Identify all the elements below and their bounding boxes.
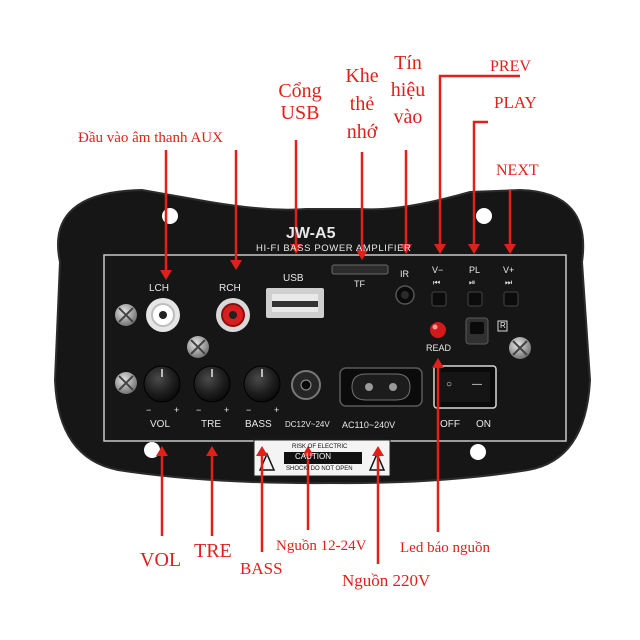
ac-socket — [339, 367, 423, 407]
model-label: JW-A5 — [286, 225, 336, 242]
button-next — [503, 291, 519, 307]
tf-label-line1: Khe — [345, 65, 379, 87]
usb-label-line1: Cổng — [278, 80, 322, 102]
tre-panel-label: TRE — [201, 419, 221, 430]
ir-label-line2: hiệu — [390, 79, 426, 101]
mount-hole — [162, 208, 178, 224]
bass-plus: + — [274, 405, 280, 415]
ac-power-label: Nguồn 220V — [342, 571, 431, 590]
annotation-lines — [156, 74, 520, 564]
on-label: ON — [476, 419, 491, 430]
dc-jack — [291, 370, 321, 400]
mount-hole — [476, 208, 492, 224]
usb-label-line2: USB — [280, 102, 320, 124]
lch-label: LCH — [149, 283, 170, 294]
prev-glyph-icon: ⏮ — [433, 278, 441, 287]
vol-knob — [143, 365, 181, 403]
power-switch — [433, 365, 497, 409]
rch-label: RCH — [219, 283, 241, 294]
aux-lch-jack — [146, 298, 180, 332]
vplus-label: V+ — [503, 265, 515, 275]
vol-label: VOL — [140, 549, 182, 571]
pl-label: PL — [469, 265, 481, 275]
subtitle-label: HI-FI BASS POWER AMPLIFIER — [256, 243, 412, 254]
bass-knob — [243, 365, 281, 403]
tre-label: TRE — [194, 540, 232, 562]
tf-label: TF — [354, 279, 365, 289]
dc-panel-label: DC12V~24V — [285, 420, 330, 429]
power-led-label: Led báo nguồn — [400, 540, 490, 556]
caution-sticker — [253, 439, 391, 477]
aux-input-label: Đầu vào âm thanh AUX — [78, 130, 223, 146]
screw — [187, 336, 209, 358]
usb-label: USB — [283, 273, 304, 284]
tf-label-line2: thẻ — [349, 93, 375, 115]
panel-body — [55, 190, 590, 484]
prev-label: PREV — [490, 58, 531, 75]
vminus-label: V− — [432, 265, 444, 275]
tf-slot-label: Khe thẻ nhớ — [336, 62, 388, 146]
mode-switch — [465, 317, 489, 345]
mount-hole — [470, 444, 486, 460]
ir-receiver — [395, 285, 415, 305]
aux-rch-jack — [216, 298, 250, 332]
switch-on-mark: — — [472, 379, 482, 390]
off-label: OFF — [440, 419, 460, 430]
tf-label-line3: nhớ — [346, 121, 378, 143]
r-mark-box — [497, 320, 508, 332]
next-label: NEXT — [496, 162, 539, 179]
ir-label-line3: vào — [393, 106, 423, 128]
button-play — [467, 291, 483, 307]
screw — [509, 337, 531, 359]
usb-port-label: Cổng USB — [268, 80, 332, 124]
mount-hole — [144, 442, 160, 458]
r-mark: R — [500, 321, 506, 330]
bass-label: BASS — [240, 559, 283, 578]
vol-plus: + — [174, 405, 180, 415]
play-glyph-icon: ⏯ — [469, 278, 476, 287]
dc-power-label: Nguồn 12-24V — [276, 538, 367, 554]
tre-plus: + — [224, 405, 230, 415]
caution-line1: RISK OF ELECTRIC — [292, 444, 348, 450]
ir-signal-label: Tín hiệu vào — [384, 50, 432, 131]
vol-minus: − — [146, 405, 152, 415]
ir-label: IR — [400, 269, 409, 279]
vol-panel-label: VOL — [150, 419, 171, 430]
tre-knob — [193, 365, 231, 403]
tre-minus: − — [196, 405, 202, 415]
power-led — [430, 322, 446, 338]
ir-label-line1: Tín — [394, 52, 422, 74]
ac-panel-label: AC110~240V — [342, 420, 396, 430]
next-glyph-icon: ⏭ — [505, 278, 513, 287]
screw — [115, 372, 137, 394]
button-prev — [431, 291, 447, 307]
bass-panel-label: BASS — [245, 419, 272, 430]
play-label: PLAY — [494, 93, 537, 112]
screw — [115, 304, 137, 326]
tf-slot — [331, 264, 389, 275]
caution-title: CAUTION — [295, 452, 331, 461]
usb-port — [266, 288, 324, 318]
read-label: READ — [426, 343, 452, 353]
switch-off-mark: ○ — [446, 379, 453, 390]
caution-line2: SHOCK! DO NOT OPEN — [286, 466, 353, 472]
bass-minus: − — [246, 405, 252, 415]
